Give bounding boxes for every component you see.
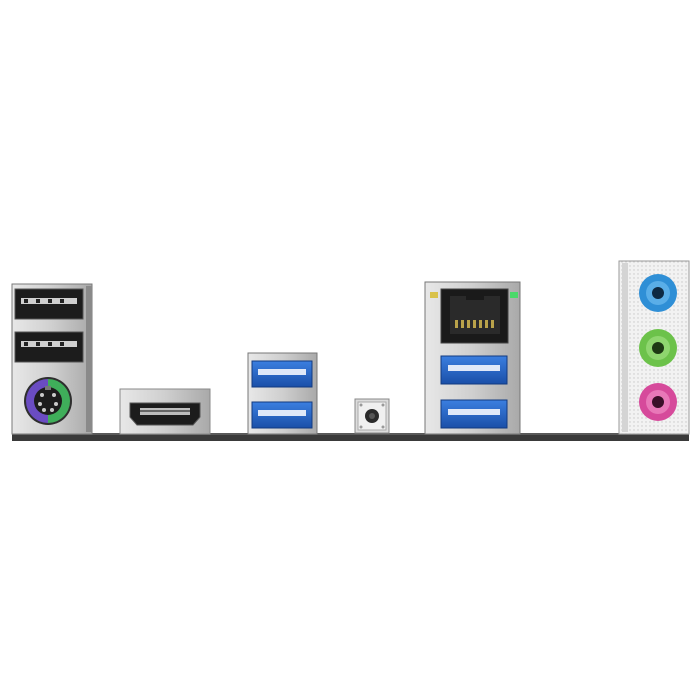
usb-a-port-icon[interactable] bbox=[14, 331, 84, 363]
usb-a-port-icon[interactable] bbox=[440, 355, 508, 385]
audio-stack bbox=[618, 260, 690, 435]
usb-a-port-icon[interactable] bbox=[440, 399, 508, 429]
audio-jack-icon[interactable] bbox=[639, 329, 677, 367]
push-button-icon[interactable] bbox=[354, 398, 390, 434]
usb-a-port-icon[interactable] bbox=[14, 288, 84, 320]
usb-a-port-icon[interactable] bbox=[251, 360, 313, 388]
ps2-port-icon[interactable] bbox=[24, 377, 72, 425]
ethernet-port-icon[interactable] bbox=[430, 288, 518, 344]
audio-jack-icon[interactable] bbox=[639, 383, 677, 421]
lan-usb3-stack bbox=[424, 281, 521, 435]
usb2-ps2-stack bbox=[11, 283, 93, 435]
usb-a-port-icon[interactable] bbox=[251, 401, 313, 429]
usb3-left-stack bbox=[247, 352, 318, 435]
pcb-edge bbox=[12, 433, 689, 441]
hdmi-port-icon[interactable] bbox=[119, 388, 211, 435]
audio-jack-icon[interactable] bbox=[639, 274, 677, 312]
